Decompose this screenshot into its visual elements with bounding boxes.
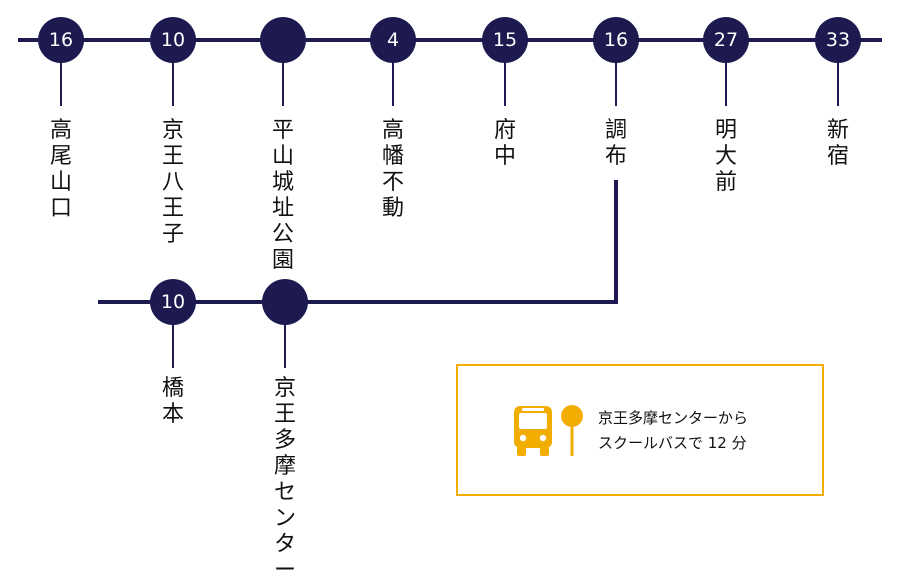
bus-icon <box>514 406 552 456</box>
main-station-name: 高尾山口 <box>49 118 72 221</box>
main-station-name: 調布 <box>604 118 627 169</box>
main-station-marker: 4 <box>370 17 416 63</box>
main-station-marker: 15 <box>482 17 528 63</box>
branch-station-name: 橋本 <box>161 376 184 427</box>
main-station-marker <box>260 17 306 63</box>
main-station-marker: 33 <box>815 17 861 63</box>
bus-info-box: 京王多摩センターから スクールバスで 12 分 <box>456 364 824 496</box>
branch-station-marker: 10 <box>150 279 196 325</box>
main-station-name: 新宿 <box>826 118 849 169</box>
main-station-name: 府中 <box>493 118 516 169</box>
bus-info-line-1: 京王多摩センターから <box>598 409 749 427</box>
main-station-name: 京王八王子 <box>161 118 184 247</box>
bus-info-text: 京王多摩センターから スクールバスで 12 分 <box>598 406 808 456</box>
main-station-name: 明大前 <box>714 118 737 195</box>
main-station-marker: 16 <box>38 17 84 63</box>
main-station-name: 高幡不動 <box>381 118 404 221</box>
bus-info-line-2: スクールバスで 12 分 <box>598 434 747 452</box>
main-station-name: 平山城址公園 <box>271 118 294 273</box>
main-station-marker: 16 <box>593 17 639 63</box>
branch-station-name: 京王多摩センター <box>273 376 296 583</box>
main-station-marker: 10 <box>150 17 196 63</box>
branch-station-marker <box>262 279 308 325</box>
main-station-marker: 27 <box>703 17 749 63</box>
bus-stop-icon <box>561 405 583 456</box>
